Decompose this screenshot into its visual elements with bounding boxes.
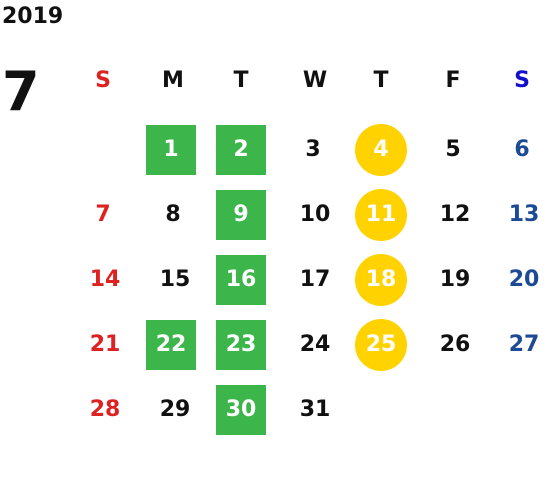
day-cell[interactable]: 29: [159, 397, 191, 422]
day-cell[interactable]: 13: [508, 202, 540, 227]
day-cell[interactable]: 23: [216, 320, 266, 370]
weekday-header-wed: W: [302, 68, 328, 93]
month-number: 7: [2, 60, 40, 123]
day-cell[interactable]: 4: [355, 124, 407, 176]
day-cell[interactable]: 7: [95, 202, 111, 227]
day-cell[interactable]: 2: [216, 125, 266, 175]
day-cell[interactable]: 27: [508, 332, 540, 357]
day-cell[interactable]: 12: [439, 202, 471, 227]
day-cell[interactable]: 26: [439, 332, 471, 357]
day-cell[interactable]: 22: [146, 320, 196, 370]
weekday-header-mon: M: [162, 68, 184, 93]
day-cell[interactable]: 19: [439, 267, 471, 292]
weekday-header-sat: S: [514, 68, 530, 93]
day-cell[interactable]: 30: [216, 385, 266, 435]
weekday-header-fri: F: [445, 68, 461, 93]
day-cell[interactable]: 17: [299, 267, 331, 292]
weekday-header-sun: S: [95, 68, 111, 93]
day-cell[interactable]: 8: [165, 202, 181, 227]
weekday-header-tue: T: [233, 68, 249, 93]
weekday-header-thu: T: [373, 68, 389, 93]
day-cell[interactable]: 6: [514, 137, 530, 162]
day-cell[interactable]: 9: [216, 190, 266, 240]
day-cell[interactable]: 11: [355, 189, 407, 241]
day-cell[interactable]: 14: [89, 267, 121, 292]
day-cell[interactable]: 15: [159, 267, 191, 292]
day-cell[interactable]: 28: [89, 397, 121, 422]
day-cell[interactable]: 18: [355, 254, 407, 306]
day-cell[interactable]: 10: [299, 202, 331, 227]
day-cell[interactable]: 1: [146, 125, 196, 175]
day-cell[interactable]: 25: [355, 319, 407, 371]
day-cell[interactable]: 21: [89, 332, 121, 357]
day-cell[interactable]: 3: [305, 137, 321, 162]
day-cell[interactable]: 16: [216, 255, 266, 305]
day-cell[interactable]: 5: [445, 137, 461, 162]
day-cell[interactable]: 24: [299, 332, 331, 357]
year-label: 2019: [2, 4, 64, 29]
day-cell[interactable]: 20: [508, 267, 540, 292]
day-cell[interactable]: 31: [299, 397, 331, 422]
